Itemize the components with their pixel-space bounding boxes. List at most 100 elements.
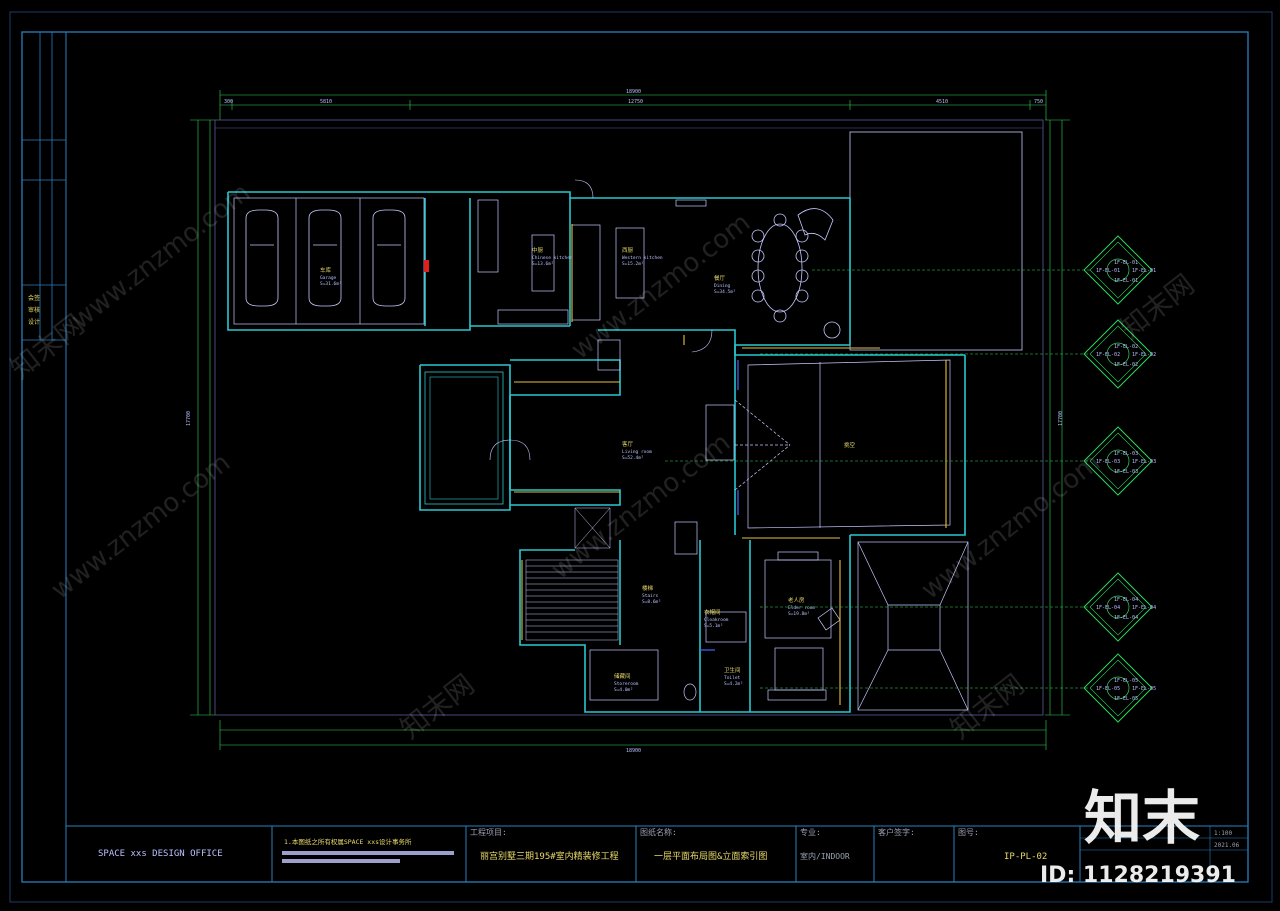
sheet-outer-border [9, 11, 1273, 903]
elevation-tag-label: 1F-EL-02 [1114, 344, 1138, 350]
car-icon [372, 209, 406, 307]
staircase [525, 507, 619, 641]
discipline-value: 室内/INDOOR [800, 851, 850, 861]
dim-left-total: 17700 [186, 411, 192, 426]
room-label-text: S=8.6m² [642, 599, 661, 605]
car-icon [245, 209, 279, 307]
elevation-tag-diamond [1083, 319, 1153, 389]
room-label-text: S=31.6m² [320, 281, 342, 287]
watermark-cn: 知末网 [4, 308, 91, 386]
terrace-right [849, 131, 1023, 351]
watermark-cn: 知末网 [394, 668, 481, 746]
elevation-tag-label: 1F-EL-01 [1114, 260, 1138, 266]
room-label-text: S=52.4m² [622, 455, 644, 461]
elevation-tag-label: 1F-EL-03 [1114, 451, 1138, 457]
elevation-tag-label: 1F-EL-05 [1096, 686, 1120, 692]
elder-room [764, 551, 841, 701]
elevation-tag-label: 1F-EL-01 [1132, 268, 1156, 274]
elevation-tag-circle [1106, 449, 1130, 473]
room-label-text: Cloakroom [704, 617, 729, 623]
elevation-tags: 1F-EL-01 1F-EL-01 1F-EL-01 1F-EL-01 1F-EL-02… [1083, 235, 1156, 723]
room-label-text: 衣帽间 [704, 608, 721, 616]
room-label-text: S=4.0m² [614, 687, 633, 693]
elevation-tag-inner [1089, 432, 1147, 490]
doors [700, 360, 739, 651]
left-strip-item-0: 会签 [28, 294, 40, 302]
elevation-tag-inner [1089, 241, 1147, 299]
red-marker [424, 260, 429, 272]
elevation-tag-label: 1F-EL-04 [1114, 615, 1138, 621]
drawing-name: 一层平面布局图&立面索引图 [654, 850, 767, 862]
room-label-text: Stairs [642, 593, 659, 599]
elevation-tag-circle [1106, 258, 1130, 282]
elevation-tag-inner [1089, 325, 1147, 383]
date-value: 2021.06 [1214, 842, 1240, 849]
client-signature-label: 客户签字: [878, 827, 915, 837]
room-label-text: S=4.2m² [724, 681, 743, 687]
elevation-tag-diamond [1083, 235, 1153, 305]
room-label-text: S=5.1m² [704, 623, 723, 629]
accent-lines [514, 224, 947, 705]
room-label: 挑空 [844, 441, 856, 449]
courtyard-right [857, 541, 969, 711]
room-label-text: 客厅 [622, 440, 634, 448]
elevation-tag-circle [1106, 342, 1130, 366]
site-boundary [214, 119, 1044, 716]
elevation-tag-label: 1F-EL-01 [1096, 268, 1120, 274]
room-label-text: 餐厅 [714, 274, 726, 282]
elevation-tag-label: 1F-EL-03 [1096, 459, 1120, 465]
sheet-number: IP-PL-02 [1004, 852, 1047, 862]
room-label-text: 老人房 [788, 596, 805, 604]
elevation-tag-diamond [1083, 426, 1153, 496]
room-label-text: Western kitchen [622, 255, 663, 261]
elevation-tag-diamond [1083, 572, 1153, 642]
dim-top-part-4: 750 [1034, 99, 1043, 105]
left-strip-item-2: 设计 [28, 318, 40, 326]
dim-right-total: 17700 [1058, 411, 1064, 426]
elevation-tag-label: 1F-EL-03 [1132, 459, 1156, 465]
walls [227, 191, 966, 713]
image-id-label: ID: 1128219391 [1040, 863, 1236, 888]
room-label-text: S=19.8m² [788, 611, 810, 617]
room-label-text: 楼梯 [642, 584, 654, 592]
garage [233, 197, 425, 325]
elevation-tag-label: 1F-EL-02 [1114, 362, 1138, 368]
dining-table [751, 208, 841, 339]
dim-top-part-0: 300 [224, 99, 233, 105]
room-label-text: Toilet [724, 675, 741, 681]
scale-value: 1:100 [1214, 830, 1232, 837]
room-label-text: Living room [622, 449, 652, 455]
void-area [705, 359, 951, 529]
room-label-text: 卫生间 [724, 666, 741, 674]
elevation-tag-label: 1F-EL-05 [1114, 678, 1138, 684]
elevation-tag-label: 1F-EL-01 [1114, 278, 1138, 284]
elevation-tag-label: 1F-EL-04 [1096, 605, 1120, 611]
discipline-label: 专业: [800, 827, 821, 837]
title-block: SPACE xxs DESIGN OFFICE 1.本图纸之所有权属SPACE … [65, 825, 1249, 883]
dim-top-part-1: 5810 [320, 99, 332, 105]
room-label-text: Dining [714, 283, 731, 289]
room-label-text: S=34.5m² [714, 289, 736, 295]
elevation-leaders [665, 269, 1090, 689]
room-label-text: 挑空 [844, 441, 856, 449]
room-label-text: Elder room [788, 605, 815, 611]
dimension-texts: 18900 300 5810 12750 4510 750 18900 1770… [186, 89, 1064, 754]
dimension-lines [190, 90, 1070, 750]
elevation-tag-label: 1F-EL-02 [1096, 352, 1120, 358]
room-label-text: S=15.2m² [622, 261, 644, 267]
watermark-cn: 知末网 [944, 668, 1031, 746]
door-arcs [489, 179, 713, 461]
room-label-text: 储藏间 [614, 672, 631, 680]
